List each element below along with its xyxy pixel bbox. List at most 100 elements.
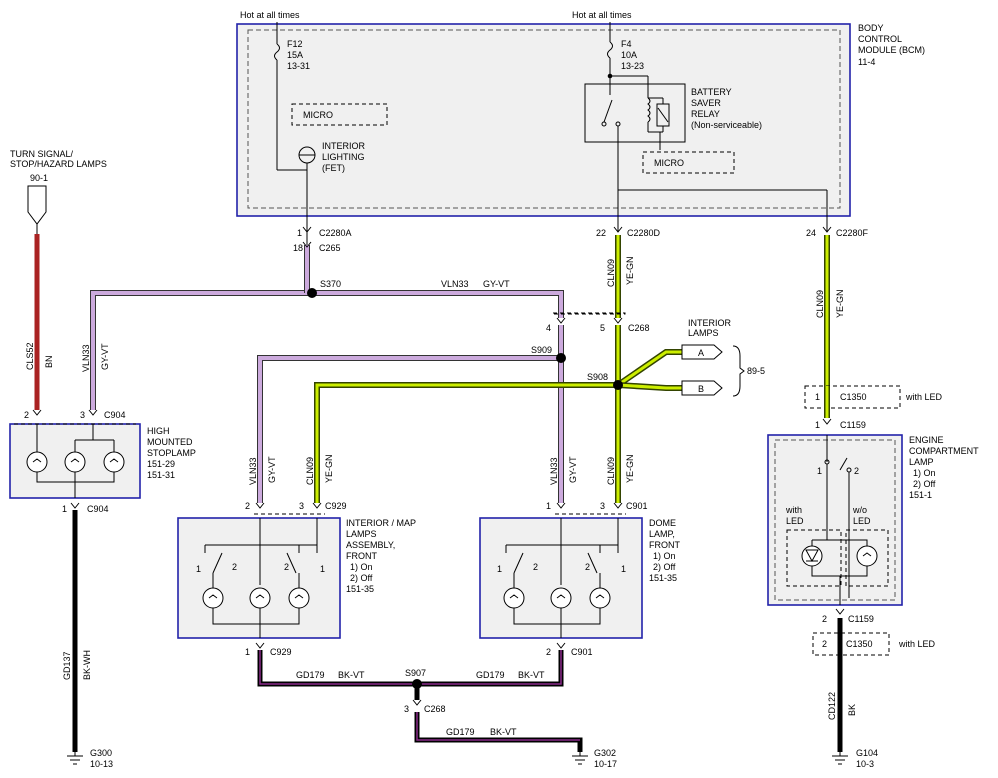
engine-with-led-box [786,529,842,587]
engine-wo-1: w/o [852,505,867,515]
ground-g302-label: G302 [594,748,616,758]
hmsl-label-3: STOPLAMP [147,448,196,458]
c929-pin3: 3 [299,501,304,511]
c2280a-pin: 1 [297,228,302,238]
engine-opt-2: 2) Off [913,479,936,489]
turn-label-1: TURN SIGNAL/ [10,149,74,159]
relay-box [584,83,686,143]
c1159-b-pin: 2 [822,614,827,624]
dome-label-2: LAMP, [649,529,675,539]
c1350-a-pin: 1 [815,392,820,402]
engine-compartment-lamp: 1 2 with LED w/o LED ENGINE COMPARTMENT … [767,434,979,606]
interior-lamps-ref-label: 89-5 [747,366,765,376]
engine-label-1: ENGINE [909,435,944,445]
bcm-inner-outline [247,29,841,209]
wire-gd179-c: GD179 [446,727,475,737]
c901b-pin: 2 [546,647,551,657]
engine-ref: 151-1 [909,490,932,500]
hmsl-label-1: HIGH [147,426,170,436]
map-opt-1: 1) On [350,562,373,572]
turn-connector-arrow [27,185,47,225]
interior-lamps-b-connector [681,380,723,396]
interior-lamps-a-connector [681,344,723,360]
map-label-1: INTERIOR / MAP [346,518,416,528]
splice-s908 [613,380,623,390]
hmsl-ref-2: 151-31 [147,470,175,480]
fuse-f4: F4 10A 13-23 [607,22,644,79]
dome-lamp-front: 1 2 2 1 DOME LAMP, FRONT 1) On 2) Off 15… [479,517,680,639]
ground-g300: G300 10-13 [67,748,113,769]
map-bulb-right [288,587,310,609]
wire-gd179-b: GD179 [476,670,505,680]
wire-cd122: CD122 [827,692,837,720]
interior-lamps-ref: INTERIOR LAMPS A B 89-5 [681,318,765,397]
c265-label: C265 [319,243,341,253]
ground-g302: G302 10-17 [572,748,617,769]
ground-g104-label: G104 [856,748,878,758]
c2280f-pin: 24 [806,228,816,238]
c929-label: C929 [325,501,347,511]
wire-bk: BK [847,704,857,716]
wire-yegn-901: YE-GN [625,454,635,483]
wire-gd179-bus [257,650,583,752]
bcm-title-2: CONTROL [858,34,902,44]
c268b-pin: 3 [404,704,409,714]
wire-vln33-top-label: VLN33 [441,279,469,289]
wire-gyvt-top-label: GY-VT [483,279,510,289]
interior-lamps-b: B [698,384,704,394]
map-sw-l1: 1 [196,564,201,574]
splice-s909-label: S909 [531,345,552,355]
ground-g104: G104 10-3 [832,748,878,769]
wire-bkvt-a: BK-VT [338,670,365,680]
c265-pin: 18 [293,243,303,253]
fuse-f12-rating: 15A [287,50,303,60]
c901-label: C901 [626,501,648,511]
wire-gyvt-929: GY-VT [267,456,277,483]
c1350-b-pin: 2 [822,639,827,649]
turn-signal-input: TURN SIGNAL/ STOP/HAZARD LAMPS 90-1 [10,149,107,225]
fuse-f4-rating: 10A [621,50,637,60]
engine-lamp-inner [774,439,896,601]
c1350-a-box [804,385,901,409]
bcm-outline [236,23,851,217]
c901b-label: C901 [571,647,593,657]
fuse-f12: F12 15A 13-31 [274,22,310,171]
c904-pin2: 2 [24,410,29,420]
c1350-b-box [812,632,890,656]
map-bulb-left [202,587,224,609]
interior-lamps-bracket [732,345,745,397]
wire-cln09-929: CLN09 [305,457,315,485]
c901-pin3: 3 [600,501,605,511]
splice-s907 [412,679,422,689]
dome-ref: 151-35 [649,573,677,583]
wire-vln33-929: VLN33 [248,457,258,485]
c904-label: C904 [104,410,126,420]
wire-gyvt-a: GY-VT [100,343,110,370]
engine-with-2: LED [786,516,804,526]
wire-cln09-c268-down [314,325,682,503]
c2280d-pin: 22 [596,228,606,238]
interior-map-lamps-assembly: 1 2 2 1 INTERIOR / MAP LAMPS ASSEMBLY, F… [177,517,416,639]
micro-right-box [642,151,735,174]
fuse-f12-name: F12 [287,39,303,49]
splice-s908-label: S908 [587,372,608,382]
dome-opt-2: 2) Off [653,562,676,572]
engine-wo-led-box [845,529,889,587]
ground-g300-ref: 10-13 [90,759,113,769]
ground-g302-ref: 10-17 [594,759,617,769]
high-mounted-stoplamp: HIGH MOUNTED STOPLAMP 151-29 151-31 [9,423,196,499]
wire-bkvt-c: BK-VT [490,727,517,737]
engine-with-1: with [785,505,802,515]
interior-lamps-label-1: INTERIOR [688,318,732,328]
map-ref: 151-35 [346,584,374,594]
c904-pin3: 3 [80,410,85,420]
engine-wo-2: LED [853,516,871,526]
fuse-f4-name: F4 [621,39,632,49]
dome-sw-r1: 1 [621,564,626,574]
map-label-3: ASSEMBLY, [346,540,395,550]
map-bulb-center [249,587,271,609]
bcm-title-3: MODULE (BCM) [858,45,925,55]
c2280f-label: C2280F [836,228,869,238]
dome-bulb-left [503,587,525,609]
